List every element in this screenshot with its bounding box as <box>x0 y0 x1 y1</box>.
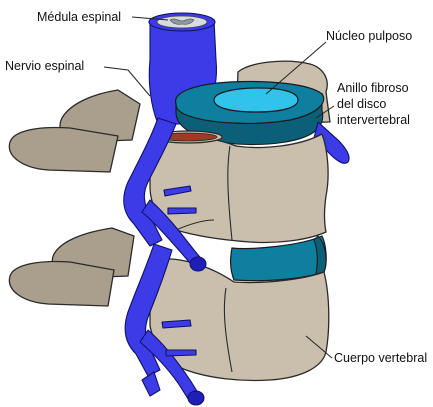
middle-vertebra <box>150 131 328 243</box>
nerve-end-upper <box>190 257 206 271</box>
rootlet-5 <box>142 372 160 396</box>
nerve-end-lower <box>188 391 204 405</box>
label-anillo-fibroso-3: intervertebral <box>337 113 410 127</box>
label-cuerpo-vertebral: Cuerpo vertebral <box>334 351 427 365</box>
label-nervio-espinal: Nervio espinal <box>5 59 84 73</box>
label-anillo-fibroso-2: del disco <box>337 97 386 111</box>
label-nucleo-pulposo: Núcleo pulposo <box>326 29 412 43</box>
label-anillo-fibroso-1: Anillo fibroso <box>337 81 409 95</box>
label-medula-espinal: Médula espinal <box>37 10 121 24</box>
rootlet-4 <box>166 350 196 356</box>
nucleus-pulposus <box>214 88 298 112</box>
rootlet-2 <box>168 208 196 214</box>
posterior-processes <box>9 90 140 306</box>
spinous-process-lower <box>9 262 114 306</box>
rootlet-3 <box>162 320 191 328</box>
spinous-process-upper <box>9 128 118 172</box>
